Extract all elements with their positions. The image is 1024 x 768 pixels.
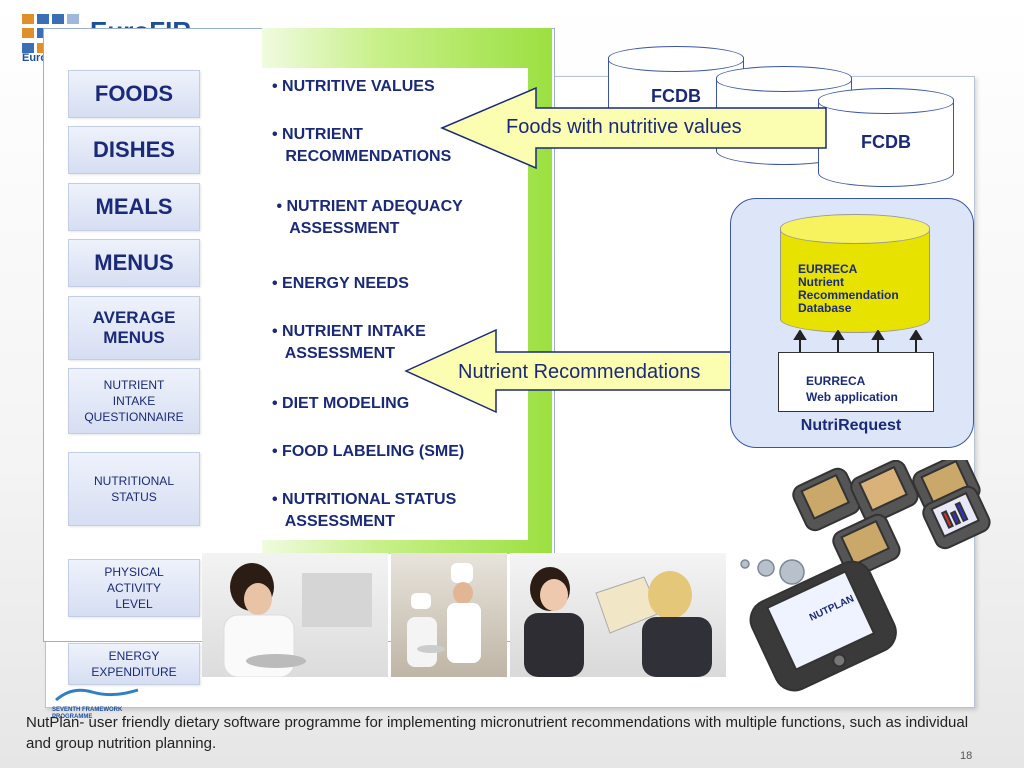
eurreca-db-label: EURRECA Nutrient Recommendation Database (798, 262, 899, 315)
nutrient-intake-questionnaire-button[interactable]: NUTRIENT INTAKE QUESTIONNAIRE (68, 368, 200, 434)
nutrirequest-label: NutriRequest (800, 417, 902, 434)
menus-button[interactable]: MENUS (68, 239, 200, 287)
functions-list: • NUTRITIVE VALUES • NUTRIENT RECOMMENDA… (262, 68, 528, 540)
nutritionist-consultation-photo (510, 553, 726, 677)
foods-arrow-label: Foods with nutritive values (506, 116, 742, 138)
fp7-logo: SEVENTH FRAMEWORK PROGRAMME (52, 686, 142, 720)
function-item: • NUTRIENT RECOMMENDATIONS (272, 126, 452, 165)
foods-arrow (440, 86, 827, 170)
physical-activity-level-button[interactable]: PHYSICAL ACTIVITY LEVEL (68, 559, 200, 617)
fcdb-label: FCDB (651, 86, 701, 106)
page-number: 18 (960, 750, 973, 762)
recommendations-arrow-label: Nutrient Recommendations (458, 361, 701, 383)
smartphones-illustration (740, 460, 991, 692)
dishes-button[interactable]: DISHES (68, 126, 200, 174)
eurreca-webapp-box (778, 352, 934, 412)
nutritional-status-button[interactable]: NUTRITIONAL STATUS (68, 452, 200, 526)
eurreca-webapp-label: EURRECA Web application (806, 374, 898, 404)
chefs-kitchen-photo (391, 553, 507, 677)
function-item: • NUTRITIONAL STATUS ASSESSMENT (272, 491, 457, 530)
function-item: • FOOD LABELING (SME) (272, 443, 465, 460)
fp7-label: SEVENTH FRAMEWORK PROGRAMME (52, 707, 123, 720)
function-item: • NUTRITIVE VALUES (272, 78, 435, 95)
meals-button[interactable]: MEALS (68, 183, 200, 231)
function-item: • DIET MODELING (272, 395, 410, 412)
fcdb-label: FCDB (861, 132, 911, 152)
fcdb-database-icon: FCDB (818, 88, 954, 188)
energy-expenditure-button[interactable]: ENERGY EXPENDITURE (68, 643, 200, 685)
function-item: • NUTRIENT INTAKE ASSESSMENT (272, 323, 426, 362)
average-menus-button[interactable]: AVERAGE MENUS (68, 296, 200, 360)
foods-button[interactable]: FOODS (68, 70, 200, 118)
function-item: • ENERGY NEEDS (272, 275, 409, 292)
woman-eating-photo (202, 553, 388, 677)
fp7-wave-icon (55, 688, 139, 702)
slide-caption: NutPlan- user friendly dietary software … (26, 714, 969, 752)
logo-subtext: Euro (22, 52, 48, 64)
function-item: • NUTRIENT ADEQUACY ASSESSMENT (276, 198, 463, 237)
eurreca-database-icon (780, 214, 930, 334)
